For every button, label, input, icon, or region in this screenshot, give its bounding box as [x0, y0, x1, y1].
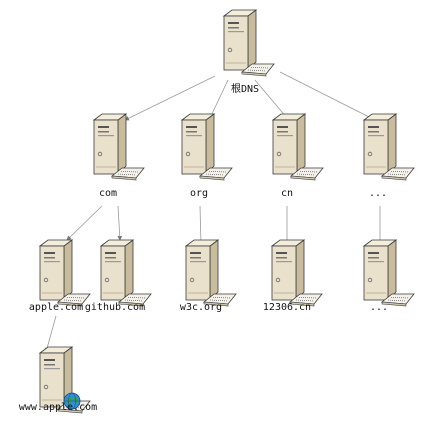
server-icon [362, 113, 415, 181]
web-server-globe-icon [38, 346, 91, 414]
edge-apple-to-www-apple [44, 315, 57, 353]
edge-root-to-com [124, 75, 216, 121]
server-icon [184, 239, 237, 307]
server-icon [270, 239, 323, 307]
edge-org-to-w3c [198, 205, 204, 245]
edge-com-to-apple [66, 205, 103, 241]
node-label-com: com [98, 188, 118, 199]
server-icon [38, 239, 91, 307]
server-icon [99, 239, 152, 307]
node-label-12306: 12306.cn [262, 302, 312, 313]
server-icon [180, 113, 233, 181]
server-icon [92, 113, 145, 181]
server-icon [271, 113, 324, 181]
node-label-www-apple: www.apple.com [18, 402, 98, 413]
edge-root-to-org [209, 79, 229, 119]
node-label-other-domain: ... [369, 302, 389, 313]
node-label-cn: cn [280, 188, 294, 199]
node-label-org: org [189, 188, 209, 199]
edges [44, 71, 383, 353]
node-label-w3c: w3c.org [179, 302, 223, 313]
edge-com-to-github [117, 205, 123, 241]
server-icon [362, 239, 415, 307]
server-icon [222, 9, 275, 77]
node-label-other-tld: ... [368, 188, 388, 199]
node-label-github: github.com [84, 302, 146, 313]
edge-root-to-other-tld [279, 71, 376, 121]
edge-root-to-cn [254, 79, 288, 119]
nodes [38, 9, 415, 414]
node-label-root: 根DNS [230, 84, 260, 95]
node-label-apple: apple.com [28, 302, 84, 313]
